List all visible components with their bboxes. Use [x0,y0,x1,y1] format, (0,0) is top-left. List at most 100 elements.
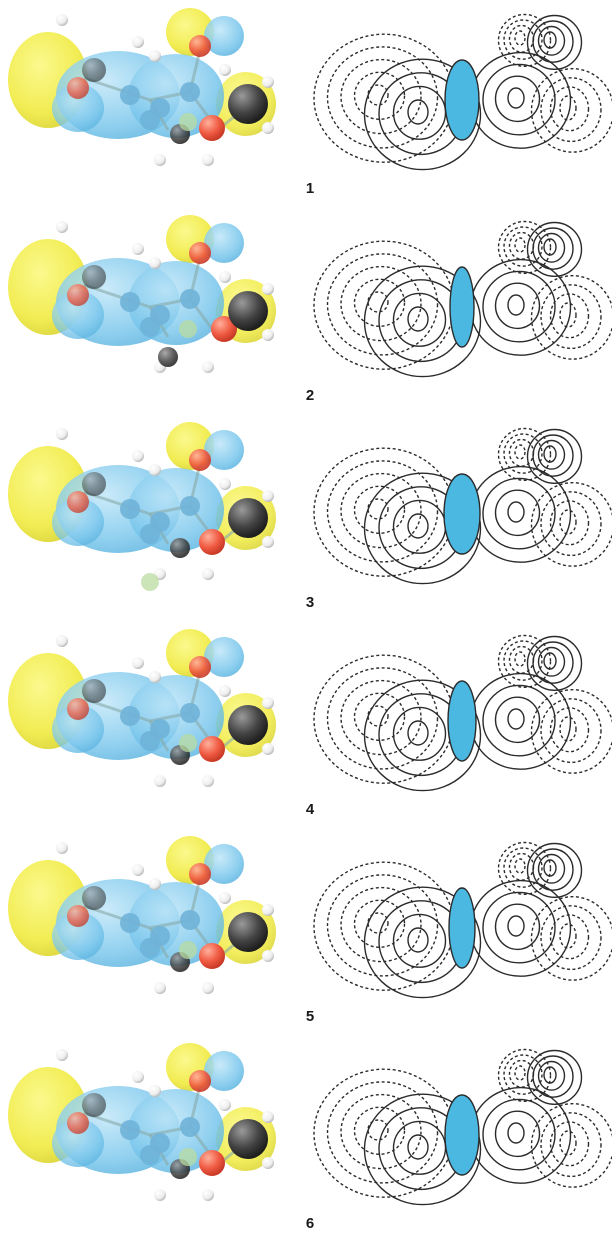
positive-contour [494,489,541,537]
hydrogen-atom [262,283,274,295]
oxygen-atom [189,863,211,885]
positive-contour [363,472,482,585]
oxygen-atom [199,115,225,141]
contour-plot [313,634,612,792]
fluorine-atom [141,573,159,591]
negative-contour [326,46,439,149]
negative-contour [530,482,612,567]
panel-3: 3 [8,422,612,611]
carbon-atom [120,1120,140,1140]
upper-positive-lobe [526,14,583,71]
oxygen-atom [189,242,211,264]
negative-contour [508,1059,535,1088]
carbon-atom [120,292,140,312]
negative-contour [326,874,439,977]
hydrogen-atom [262,536,274,548]
carbon-atom [228,84,268,124]
positive-contour [526,428,583,485]
negative-contour [497,13,552,68]
negative-contour [313,240,455,370]
negative-contour [313,447,455,577]
negative-contour [530,896,612,981]
oxygen-atom [67,491,89,513]
far-right-negative-lobe [530,1103,612,1188]
positive-contour [494,1110,541,1158]
left-negative-lobe [313,447,455,577]
oxygen-atom [67,1112,89,1134]
carbon-atom [140,110,160,130]
positive-contour [507,1122,525,1144]
carbon-atom [82,1093,106,1117]
positive-contour [543,1066,557,1084]
molecule-model [8,422,276,591]
hydrogen-atom [202,361,214,373]
negative-contour [367,1119,389,1141]
negative-contour [326,253,439,356]
hydrogen-atom [56,635,68,647]
hydrogen-atom [149,671,161,683]
negative-contour [340,886,422,963]
carbon-atom [158,347,178,367]
panel-label: 2 [306,387,314,404]
carbon-atom [228,912,268,952]
negative-contour [530,68,612,153]
oxygen-atom [199,736,225,762]
negative-contour [353,1106,406,1156]
negative-lobe [52,84,104,132]
carbon-atom [120,706,140,726]
hydrogen-atom [219,271,231,283]
positive-contour [407,99,429,125]
upper-positive-lobe [526,1049,583,1106]
negative-contour [326,1081,439,1184]
atoms [56,428,274,591]
right-positive-lobe [469,51,572,149]
positive-contour [543,859,557,877]
negative-lobe [52,498,104,546]
oxygen-atom [189,35,211,57]
far-right-negative-lobe [530,482,612,567]
positive-contour [532,1055,574,1098]
negative-contour [353,71,406,121]
panel-2: 2 [8,215,612,404]
negative-contour [503,226,543,267]
negative-contour [559,923,577,949]
far-right-negative-lobe [530,896,612,981]
carbon-atom [82,58,106,82]
oxygen-atom [67,77,89,99]
negative-lobe [52,291,104,339]
positive-contour [482,270,556,343]
negative-contour [367,912,389,934]
positive-contour [526,635,583,692]
hydrogen-atom [202,568,214,580]
contour-plot [313,841,612,999]
carbon-atom [140,731,160,751]
molecule-model [8,836,276,994]
right-positive-lobe [469,672,572,770]
positive-contour [507,501,525,523]
far-right-negative-lobe [530,68,612,153]
oxygen-atom [199,943,225,969]
negative-contour [530,275,612,360]
hydrogen-atom [262,904,274,916]
oxygen-atom [189,1070,211,1092]
negative-contour [549,500,590,546]
negative-contour [540,77,602,143]
molecule-model [8,629,276,787]
negative-contour [508,645,535,674]
positive-contour [407,927,429,953]
positive-contour [494,75,541,123]
negative-contour [559,509,577,535]
upper-positive-lobe [526,221,583,278]
oxygen-atom [67,698,89,720]
carbon-atom [170,538,190,558]
negative-lobe [204,430,244,470]
positive-contour [507,87,525,109]
oxygen-atom [189,449,211,471]
molecule-model [8,215,276,373]
negative-contour [559,302,577,328]
negative-contour [540,491,602,557]
positive-contour [537,1060,566,1091]
right-positive-lobe [469,465,572,563]
